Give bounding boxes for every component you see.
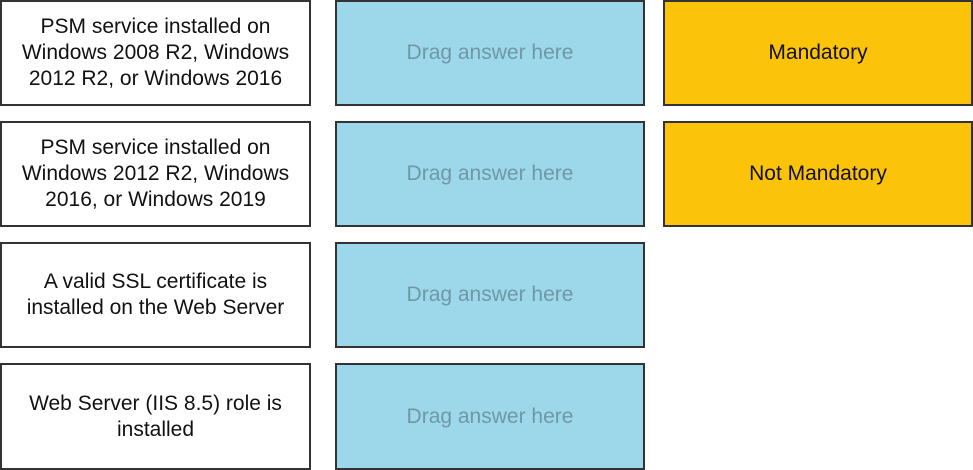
- requirement-1: PSM service installed on Windows 2008 R2…: [0, 0, 311, 106]
- drop-target-3[interactable]: Drag answer here: [335, 242, 645, 348]
- drop-target-1[interactable]: Drag answer here: [335, 0, 645, 106]
- requirement-3: A valid SSL certificate is installed on …: [0, 242, 311, 348]
- requirement-2: PSM service installed on Windows 2012 R2…: [0, 121, 311, 227]
- answer-mandatory[interactable]: Mandatory: [663, 0, 973, 106]
- drop-target-2[interactable]: Drag answer here: [335, 121, 645, 227]
- drop-target-4[interactable]: Drag answer here: [335, 363, 645, 470]
- requirement-4: Web Server (IIS 8.5) role is installed: [0, 363, 311, 470]
- answer-not-mandatory[interactable]: Not Mandatory: [663, 121, 973, 227]
